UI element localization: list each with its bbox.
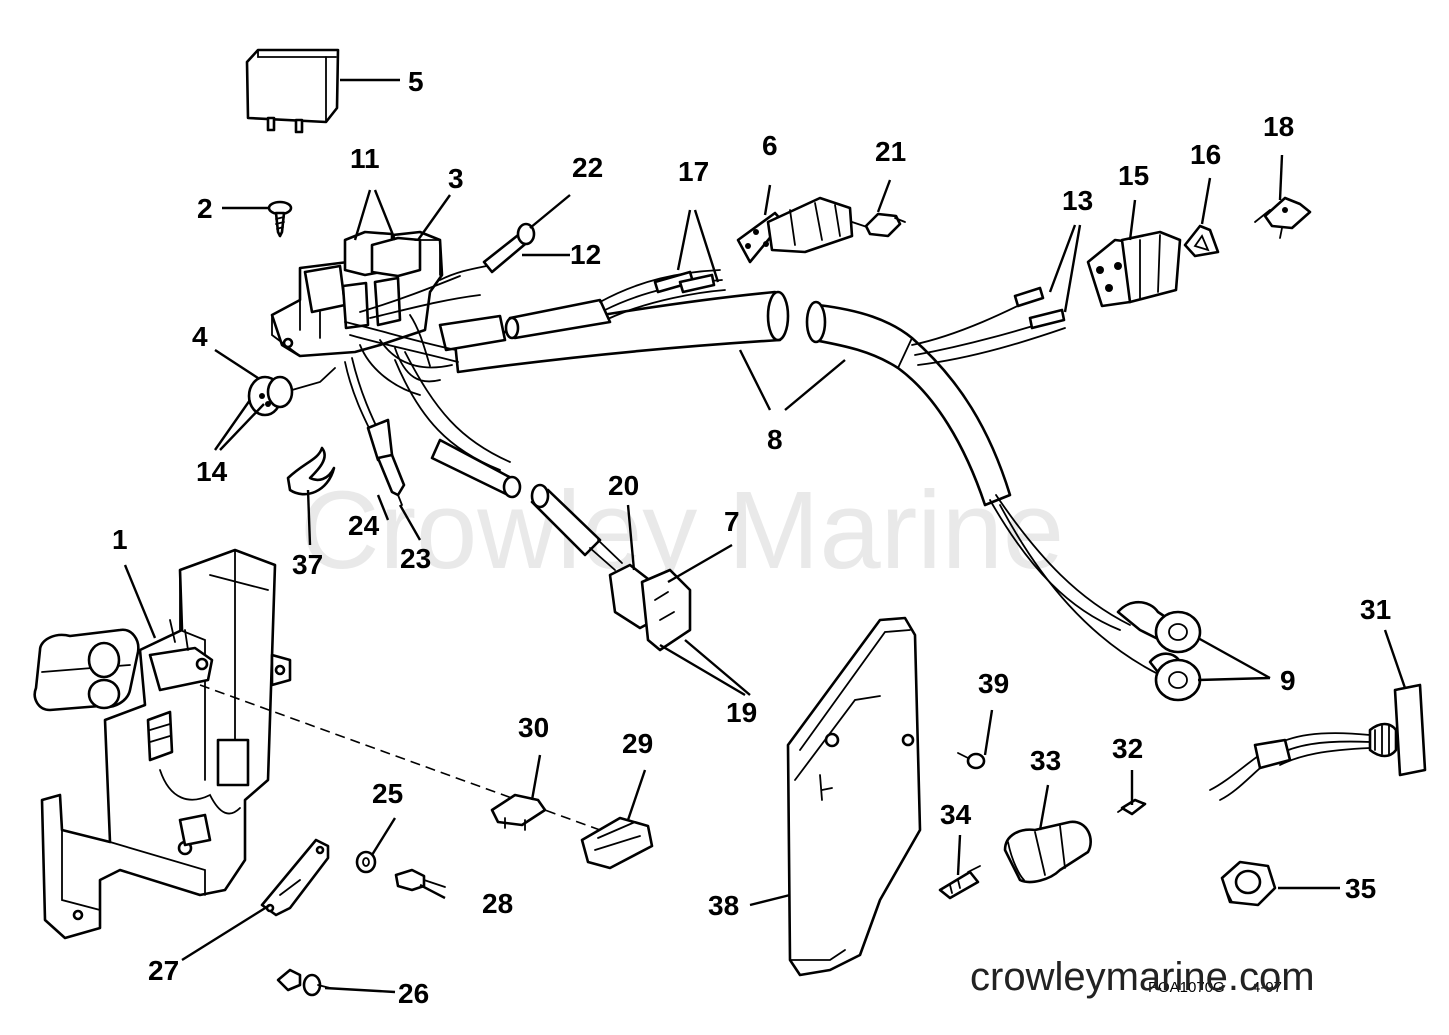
connector-part-7[interactable] bbox=[530, 483, 692, 652]
screw-part-39[interactable] bbox=[957, 752, 986, 770]
harness-sleeve-right-part[interactable] bbox=[805, 286, 1202, 702]
callout-7: 7 bbox=[724, 506, 740, 537]
pin-part-32[interactable] bbox=[1117, 798, 1147, 816]
callout-5: 5 bbox=[408, 66, 424, 97]
connector-part-6[interactable] bbox=[736, 196, 871, 264]
callout-33: 33 bbox=[1030, 745, 1061, 776]
callout-11: 11 bbox=[350, 143, 380, 174]
sensor-part-34[interactable] bbox=[938, 865, 981, 900]
site-url[interactable]: crowleymarine.com bbox=[970, 955, 1315, 999]
callout-24: 24 bbox=[348, 510, 380, 541]
callout-labels: 5 2 11 3 22 12 17 6 21 13 15 16 18 4 14 … bbox=[112, 66, 1391, 1009]
callout-3: 3 bbox=[448, 163, 464, 194]
callout-31: 31 bbox=[1360, 594, 1391, 625]
drawing-code: POA1070G bbox=[1148, 979, 1225, 996]
callout-35: 35 bbox=[1345, 873, 1376, 904]
sensor-plug-part[interactable] bbox=[247, 367, 336, 417]
fuse-cover-part-29[interactable] bbox=[580, 816, 654, 870]
plate-part-27[interactable] bbox=[260, 838, 330, 917]
callout-39: 39 bbox=[978, 668, 1009, 699]
callout-16: 16 bbox=[1190, 139, 1221, 170]
terminal-part-18[interactable] bbox=[1254, 196, 1312, 239]
callout-2: 2 bbox=[197, 193, 213, 224]
callout-23: 23 bbox=[400, 543, 431, 574]
callout-32: 32 bbox=[1112, 733, 1143, 764]
screw-part-28[interactable] bbox=[394, 868, 446, 892]
washer-part-25[interactable] bbox=[355, 850, 377, 874]
plug-part-31[interactable] bbox=[1209, 683, 1427, 801]
callout-38: 38 bbox=[708, 890, 739, 921]
connector-part-33[interactable] bbox=[1003, 820, 1092, 884]
callout-37: 37 bbox=[292, 549, 323, 580]
callout-22: 22 bbox=[572, 152, 603, 183]
watermark-text: Crowley Marine bbox=[300, 469, 1064, 592]
plug-part-23[interactable] bbox=[397, 494, 403, 506]
callout-30: 30 bbox=[518, 712, 549, 743]
leader-lines bbox=[123, 78, 1407, 994]
callout-29: 29 bbox=[622, 728, 653, 759]
callout-26: 26 bbox=[398, 978, 429, 1009]
screw-part[interactable] bbox=[267, 200, 293, 238]
nut-part-35[interactable] bbox=[1220, 860, 1277, 907]
callout-25: 25 bbox=[372, 778, 403, 809]
callout-18: 18 bbox=[1263, 111, 1294, 142]
relay-part[interactable] bbox=[245, 48, 340, 134]
callout-27: 27 bbox=[148, 955, 179, 986]
bolt-part-26[interactable] bbox=[276, 968, 331, 997]
wiring-harness-part[interactable] bbox=[344, 222, 790, 499]
callout-9: 9 bbox=[1280, 665, 1296, 696]
callout-21: 21 bbox=[875, 136, 906, 167]
callout-14: 14 bbox=[196, 456, 228, 487]
drawing-date: 4-97 bbox=[1252, 979, 1282, 996]
clip-part-37[interactable] bbox=[286, 446, 336, 496]
connector-part-15[interactable] bbox=[1086, 230, 1182, 308]
callout-4: 4 bbox=[192, 321, 208, 352]
callout-20: 20 bbox=[608, 470, 639, 501]
callout-19: 19 bbox=[726, 697, 757, 728]
callout-8: 8 bbox=[767, 424, 783, 455]
callout-15: 15 bbox=[1118, 160, 1149, 191]
callout-12: 12 bbox=[570, 239, 601, 270]
callout-17: 17 bbox=[678, 156, 709, 187]
fuse-part-30[interactable] bbox=[490, 793, 547, 831]
cover-plate-part-38[interactable] bbox=[786, 616, 922, 977]
callout-28: 28 bbox=[482, 888, 513, 919]
seal-part-16[interactable] bbox=[1183, 224, 1220, 258]
pin-part-21[interactable] bbox=[864, 212, 906, 238]
terminal-block-part[interactable] bbox=[270, 230, 444, 358]
bracket-part-1[interactable] bbox=[33, 548, 292, 940]
callout-34: 34 bbox=[940, 799, 972, 830]
callout-6: 6 bbox=[762, 130, 778, 161]
callout-13: 13 bbox=[1062, 185, 1093, 216]
callout-1: 1 bbox=[112, 524, 128, 555]
